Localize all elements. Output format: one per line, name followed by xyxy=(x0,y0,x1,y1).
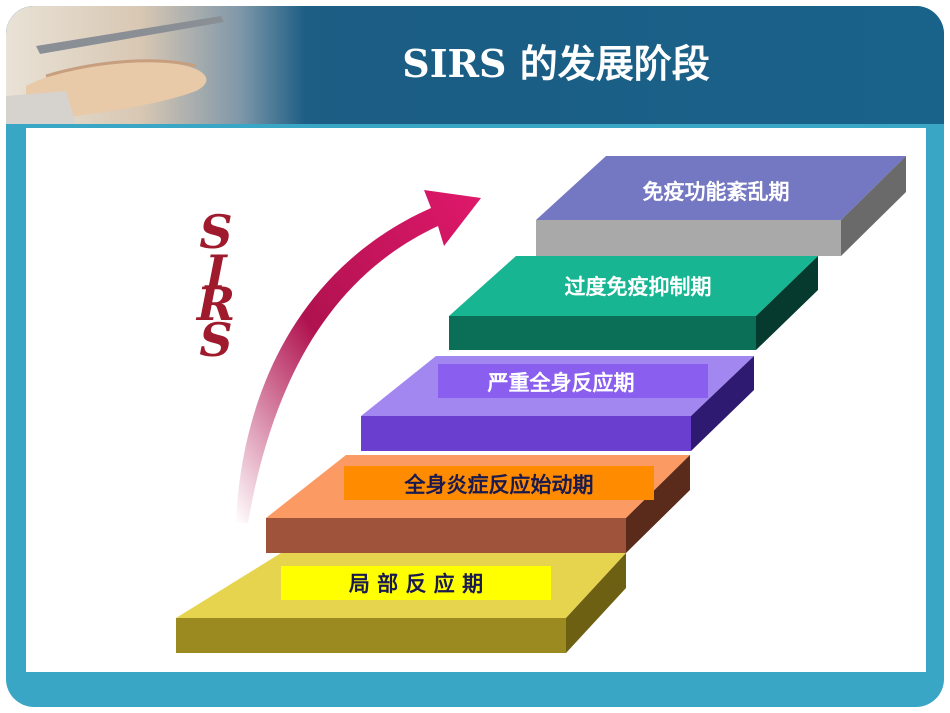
header-photo-hand-pen xyxy=(6,6,306,124)
sirs-letter: S xyxy=(199,205,232,259)
content-panel: S I R S 局 部 反 应 期 全身炎症反应始动期 xyxy=(26,128,926,672)
stage-step-2: 全身炎症反应始动期 xyxy=(266,455,690,553)
stage-step-1: 局 部 反 应 期 xyxy=(176,553,626,653)
stage-label-2: 全身炎症反应始动期 xyxy=(404,473,594,497)
stage-step-3: 严重全身反应期 xyxy=(361,356,754,451)
stage-label-5: 免疫功能紊乱期 xyxy=(643,180,790,204)
header-bar: SIRS 的发展阶段 xyxy=(6,6,944,124)
progression-arrow xyxy=(236,190,481,523)
slide-title: SIRS 的发展阶段 xyxy=(402,41,710,86)
stage-step-5: 免疫功能紊乱期 xyxy=(536,156,906,256)
stage-label-3: 严重全身反应期 xyxy=(488,371,635,395)
sirs-letter: R xyxy=(195,277,235,331)
sirs-letter: S xyxy=(199,313,232,367)
stage-label-1: 局 部 反 应 期 xyxy=(349,572,483,596)
slide-frame: SIRS 的发展阶段 S I R S xyxy=(6,6,944,707)
sirs-vertical-label: S I R S xyxy=(195,205,235,367)
stage-step-4: 过度免疫抑制期 xyxy=(449,256,818,350)
sirs-letter: I xyxy=(203,245,228,299)
stairs-diagram: S I R S 局 部 反 应 期 全身炎症反应始动期 xyxy=(176,156,906,653)
hand-pen-illustration xyxy=(6,16,224,124)
stage-label-4: 过度免疫抑制期 xyxy=(565,275,712,299)
